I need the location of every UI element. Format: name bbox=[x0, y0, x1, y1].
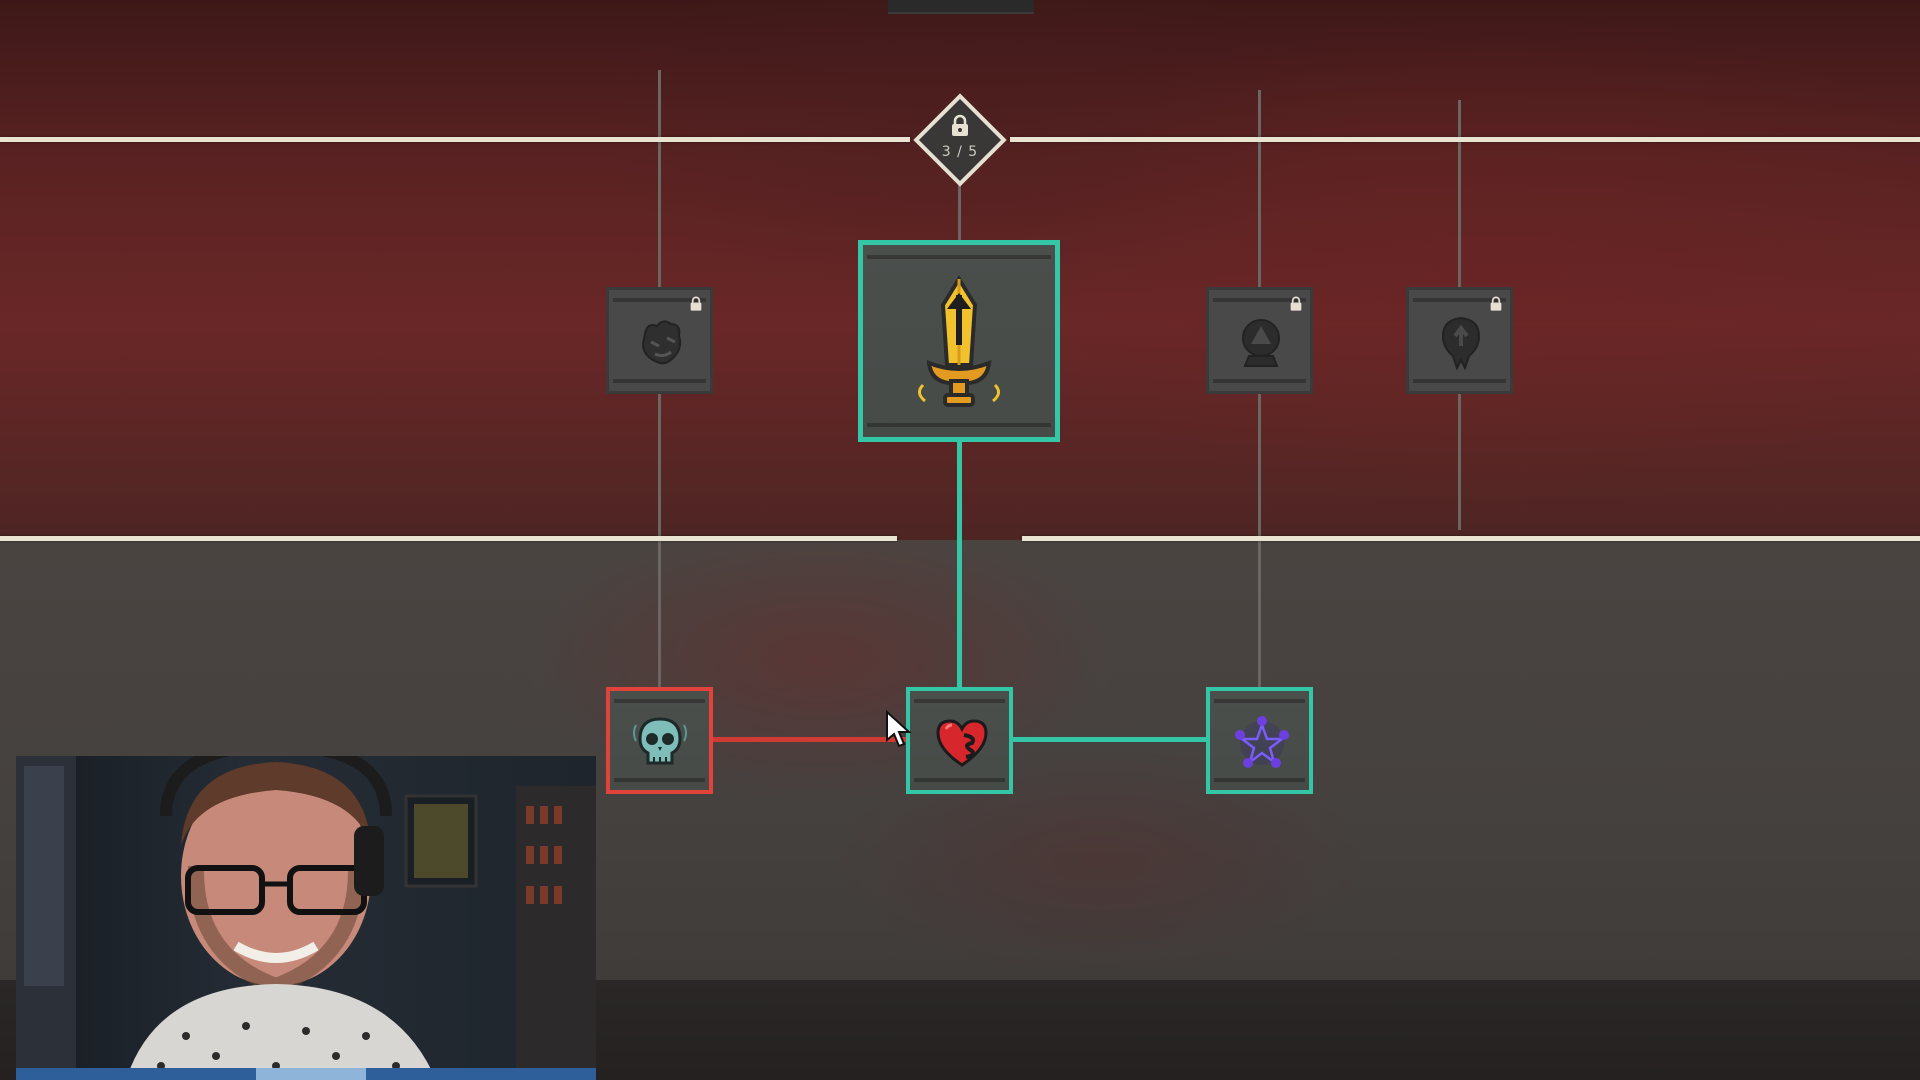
node-rim bbox=[613, 298, 706, 302]
tier-divider-top-right bbox=[1010, 137, 1920, 142]
node-rim bbox=[1413, 379, 1506, 383]
skill-node-heart[interactable] bbox=[906, 687, 1013, 794]
sword-up-arrow-icon bbox=[918, 275, 1000, 407]
node-rim bbox=[914, 699, 1005, 703]
small-lock-icon bbox=[1290, 296, 1302, 311]
node-rim bbox=[867, 255, 1051, 259]
tree-line-center-top bbox=[958, 170, 961, 240]
crystal-ball-icon bbox=[1242, 319, 1280, 367]
small-lock-icon bbox=[690, 296, 702, 311]
node-rim bbox=[614, 699, 705, 703]
node-rim bbox=[1213, 298, 1306, 302]
tier-divider-mid-right bbox=[1022, 536, 1920, 541]
node-rim bbox=[613, 379, 706, 383]
webcam-frame-bar bbox=[16, 1068, 596, 1080]
skill-node-crystal-ball[interactable] bbox=[1206, 287, 1313, 394]
skull-icon bbox=[633, 717, 687, 765]
skill-node-sword-upgrade[interactable] bbox=[858, 240, 1060, 442]
webcam-overlay bbox=[16, 756, 596, 1080]
node-rim bbox=[1214, 778, 1305, 782]
node-rim bbox=[1214, 699, 1305, 703]
skill-node-skull[interactable] bbox=[606, 687, 713, 794]
node-rim bbox=[914, 778, 1005, 782]
node-rim bbox=[614, 778, 705, 782]
node-rim bbox=[867, 423, 1051, 427]
skill-node-spirit[interactable] bbox=[1406, 287, 1513, 394]
pentagram-hands-icon bbox=[1235, 716, 1289, 768]
spirit-up-icon bbox=[1441, 316, 1481, 371]
top-tab-edge bbox=[888, 0, 1034, 14]
webcam-frame-accent bbox=[256, 1068, 366, 1080]
connector-skull-to-heart bbox=[712, 737, 906, 742]
mouse-cursor-icon bbox=[886, 710, 912, 748]
tier-lock-badge[interactable]: 3 / 5 bbox=[910, 90, 1010, 190]
node-rim bbox=[1213, 379, 1306, 383]
beast-mask-icon bbox=[641, 320, 682, 365]
tier-progress-counter: 3 / 5 bbox=[941, 144, 979, 160]
connector-heart-to-pentagram bbox=[1012, 737, 1208, 742]
node-rim bbox=[1413, 298, 1506, 302]
lock-icon bbox=[952, 114, 968, 136]
badge-diamond bbox=[913, 93, 1007, 187]
heart-icon bbox=[936, 719, 988, 767]
webcam-scene bbox=[16, 756, 596, 1080]
connector-sword-to-heart bbox=[957, 440, 962, 690]
tier-divider-mid-left bbox=[0, 536, 897, 541]
skill-node-pentagram-hands[interactable] bbox=[1206, 687, 1313, 794]
skill-node-beast[interactable] bbox=[606, 287, 713, 394]
tier-divider-top-left bbox=[0, 137, 910, 142]
small-lock-icon bbox=[1490, 296, 1502, 311]
